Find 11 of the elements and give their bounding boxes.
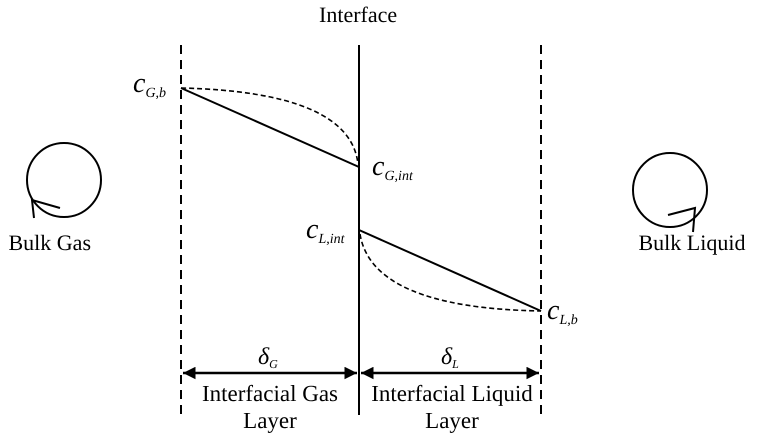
symbol-label: c$_{L,int}$ — [306, 216, 345, 247]
symbol-label: δ$_{G}$ — [258, 345, 278, 370]
layer-label: Interfacial Gas Layer — [200, 380, 339, 434]
interface-label: Interface — [319, 4, 398, 26]
phase-label: Bulk Gas — [8, 232, 91, 254]
symbol-label: c$_{L,b}$ — [547, 297, 578, 328]
phase-label: Bulk Liquid — [638, 232, 746, 254]
layer-label: Interfacial Liquid Layer — [370, 380, 534, 434]
symbol-label: c$_{G,b}$ — [133, 70, 166, 101]
symbol-label: δ$_{L}$ — [441, 345, 459, 370]
symbol-label: c$_{G,int}$ — [372, 153, 413, 184]
